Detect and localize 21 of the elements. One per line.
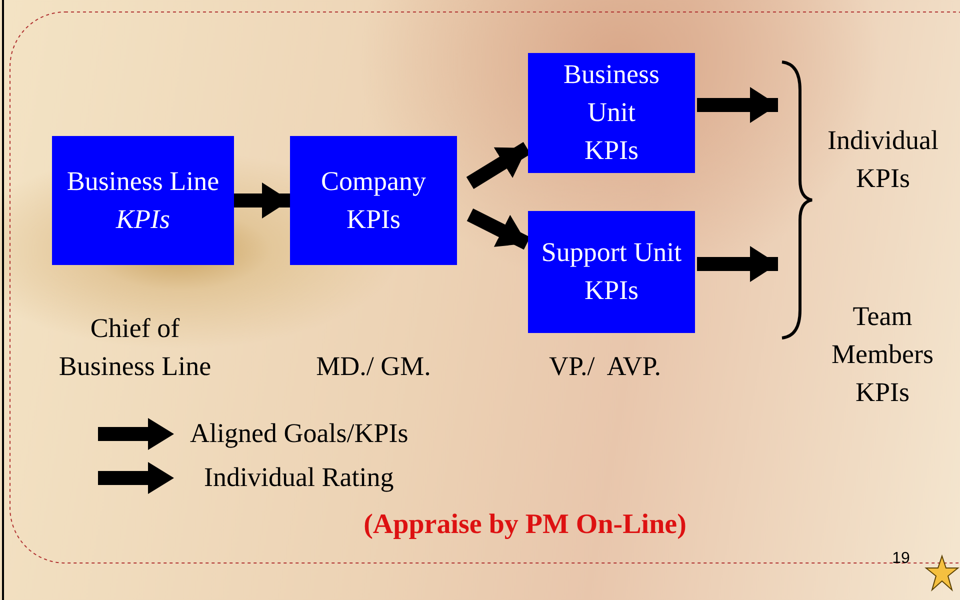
- block-arrow: [697, 246, 778, 282]
- kpi-box: [528, 211, 695, 333]
- box-text: Company KPIs: [320, 164, 427, 236]
- page-number: 19: [891, 549, 911, 569]
- legend-text: Aligned Goals/KPIs: [190, 417, 408, 450]
- role-label: MD./ GM.: [315, 350, 432, 383]
- kpi-box: [290, 136, 457, 265]
- kpi-box: [52, 136, 234, 265]
- box-text: Business Unit KPIs: [562, 58, 661, 167]
- legend-text: Individual Rating: [204, 461, 394, 494]
- group-label: Individual KPIs: [826, 124, 940, 195]
- kpi-box: [528, 53, 695, 173]
- block-arrow: [697, 87, 778, 123]
- block-arrow: [234, 182, 290, 218]
- block-arrow: [466, 208, 530, 250]
- role-label: Chief of Business Line: [58, 312, 212, 383]
- group-label: Team Members KPIs: [830, 300, 934, 409]
- note-text: (Appraise by PM On-Line): [362, 508, 688, 542]
- box-text: Support Unit KPIs: [540, 236, 683, 307]
- box-text: Business Line KPIs: [66, 164, 220, 236]
- role-label: VP./ AVP.: [548, 350, 662, 383]
